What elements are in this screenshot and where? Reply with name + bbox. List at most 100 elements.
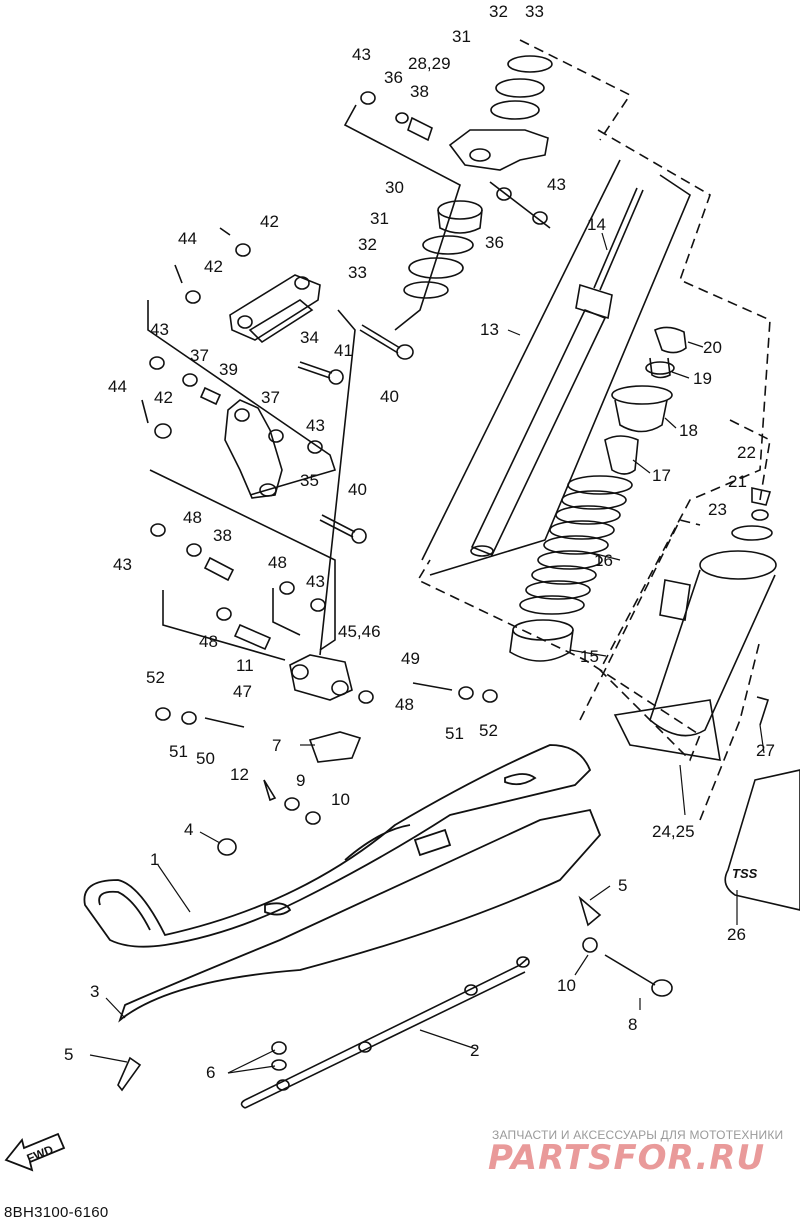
watermark-logo: PARTSFOR.RU: [488, 1138, 766, 1178]
callout-52: 52: [146, 668, 165, 687]
callout-50: 50: [196, 749, 215, 768]
ski-spindle: [289, 654, 353, 701]
callout-40: 40: [348, 480, 367, 499]
spring-seat: [509, 619, 574, 662]
callout-22: 22: [737, 443, 756, 462]
decal-text: TSS: [732, 866, 758, 881]
dashed-group-outline-3: [729, 419, 771, 501]
callout-30: 30: [385, 178, 404, 197]
callout-7: 7: [272, 736, 281, 755]
callout-11: 11: [236, 656, 254, 675]
bolt-41: [297, 361, 344, 385]
arm-frame: [343, 104, 461, 331]
callout-10: 10: [331, 790, 350, 809]
callout-33: 33: [525, 2, 544, 21]
callout-48: 48: [183, 508, 202, 527]
callout-39: 39: [219, 360, 238, 379]
small-fasteners: [141, 227, 498, 825]
shock-reservoir: [613, 487, 777, 761]
callout-47: 47: [233, 682, 252, 701]
callout-10: 10: [557, 976, 576, 995]
callout-17: 17: [652, 466, 671, 485]
callout-42: 42: [260, 212, 279, 231]
left-frame-a: [147, 300, 337, 496]
callout-41: 41: [334, 341, 353, 360]
callout-3: 3: [90, 982, 99, 1001]
arm-frame-2: [489, 181, 551, 229]
ski-runner: [240, 956, 530, 1109]
callout-26: 26: [727, 925, 746, 944]
callout-43: 43: [306, 416, 325, 435]
mount-bracket: [224, 399, 283, 499]
callout-43: 43: [113, 555, 132, 574]
wear-plate-7: [308, 731, 362, 763]
callout-48: 48: [395, 695, 414, 714]
bolt-40-upper: [359, 324, 414, 360]
left-frame-d: [272, 588, 301, 636]
callout-36: 36: [485, 233, 504, 252]
forward-arrow-icon: FWD: [4, 1132, 66, 1172]
callout-44: 44: [178, 229, 197, 248]
rod-frame: [429, 174, 691, 576]
shock-rod: [470, 187, 644, 557]
bolt-40-lower: [319, 514, 367, 544]
callout-35: 35: [300, 471, 319, 490]
callout-20: 20: [703, 338, 722, 357]
callout-37: 37: [190, 346, 209, 365]
callout-38: 38: [410, 82, 429, 101]
callout-33: 33: [348, 263, 367, 282]
callout-2: 2: [470, 1041, 479, 1060]
callout-49: 49: [401, 649, 420, 668]
callout-51: 51: [445, 724, 464, 743]
callout-9: 9: [296, 771, 305, 790]
callout-18: 18: [679, 421, 698, 440]
callout-12: 12: [230, 765, 249, 784]
callout-15: 15: [580, 647, 599, 666]
callout-16: 16: [594, 551, 613, 570]
callout-43: 43: [150, 320, 169, 339]
callout-31: 31: [370, 209, 389, 228]
callout-23: 23: [708, 500, 727, 519]
callout-36: 36: [384, 68, 403, 87]
callout-34: 34: [300, 328, 319, 347]
linkage-plates: [229, 274, 321, 344]
bump-stop-parts: [604, 326, 687, 475]
callout-43: 43: [547, 175, 566, 194]
decal-26: [724, 769, 800, 911]
left-frame-c: [162, 590, 286, 661]
callout-40: 40: [380, 387, 399, 406]
left-frame-e: [319, 309, 356, 656]
callout-51: 51: [169, 742, 188, 761]
callout-14: 14: [587, 215, 606, 234]
callout-5: 5: [618, 876, 627, 895]
coil-spring: [519, 475, 633, 615]
callout-42: 42: [204, 257, 223, 276]
callout-labels: 32 33 43 31 36 28,29 38 43 30 31 36 14 4…: [64, 2, 775, 1082]
callout-1: 1: [150, 850, 159, 869]
callout-37: 37: [261, 388, 280, 407]
callout-28-29: 28,29: [408, 54, 451, 73]
callout-8: 8: [628, 1015, 637, 1034]
callout-32: 32: [358, 235, 377, 254]
callout-21: 21: [728, 472, 747, 491]
callout-43: 43: [352, 45, 371, 64]
rod-frame-2: [421, 159, 621, 561]
diagram-code: 8BH3100-6160: [4, 1204, 109, 1221]
reservoir-frame-2: [699, 639, 761, 821]
upper-bushing-stack: [403, 55, 553, 299]
callout-48: 48: [268, 553, 287, 572]
callout-4: 4: [184, 820, 193, 839]
dashed-group-outline: [416, 129, 771, 762]
callout-44: 44: [108, 377, 127, 396]
callout-6: 6: [206, 1063, 215, 1082]
shock-mount-arm: [360, 91, 549, 225]
callout-27: 27: [756, 741, 775, 760]
callout-45-46: 45,46: [338, 622, 381, 641]
callout-24-25: 24,25: [652, 822, 695, 841]
watermark-caption: ЗАПЧАСТИ И АКСЕССУАРЫ ДЛЯ МОТОТЕХНИКИ: [492, 1128, 784, 1142]
callout-43: 43: [306, 572, 325, 591]
callout-13: 13: [480, 320, 499, 339]
callout-19: 19: [693, 369, 712, 388]
leader-lines: [89, 232, 765, 1074]
